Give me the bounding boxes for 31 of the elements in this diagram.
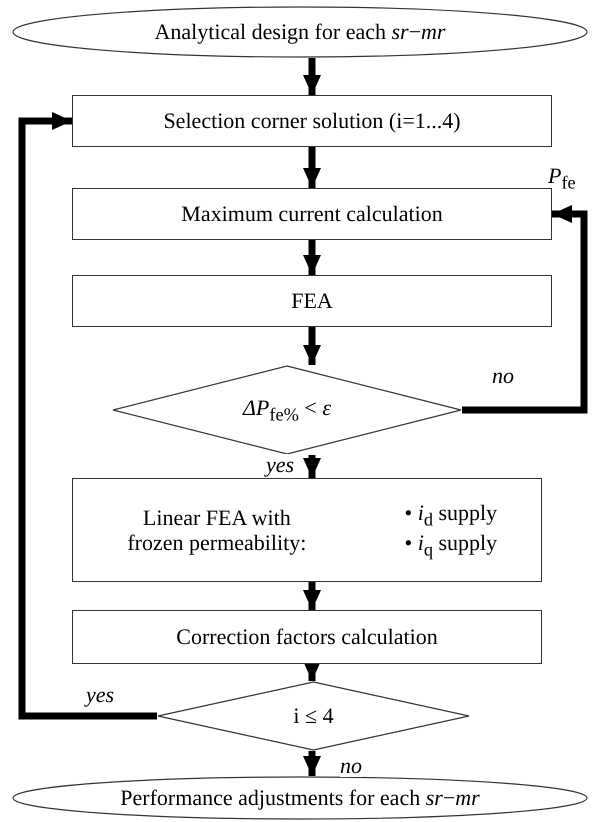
- flow-arrow: [462, 205, 588, 414]
- terminal-ellipse: [12, 6, 588, 58]
- flow-arrow: [18, 112, 157, 720]
- node-text: ΔP$_{fe%}$ < ε: [243, 394, 331, 426]
- node-text: i ≤ 4: [293, 703, 334, 729]
- process-box: [72, 95, 552, 147]
- flow-arrow: [303, 58, 321, 95]
- process-box: [72, 610, 542, 664]
- node-text: Analytical design for each sr−mr: [154, 19, 446, 45]
- node-text: Performance adjustments for each sr−mr: [120, 785, 480, 811]
- node-text: Correction factors calculation: [176, 624, 438, 650]
- variable-label: P$_{fe}$: [548, 165, 576, 192]
- flow-arrow: [303, 147, 321, 188]
- terminal-ellipse: [12, 776, 588, 820]
- decision-diamond: [112, 365, 462, 455]
- bullet-item: • i$_{d}$ supply: [404, 500, 498, 530]
- node-text: Maximum current calculation: [181, 201, 443, 227]
- decision-diamond: [157, 681, 470, 751]
- node-text: Selection corner solution (i=1...4): [163, 108, 461, 134]
- flow-arrow: [303, 455, 321, 478]
- edge-label: yes: [266, 454, 294, 476]
- box-text: Linear FEA with frozen permeability:: [126, 504, 308, 556]
- node-text: FEA: [291, 288, 333, 314]
- flow-arrow: [303, 582, 321, 610]
- flow-arrow: [303, 751, 321, 776]
- process-box: [72, 275, 552, 327]
- flow-arrow: [303, 240, 321, 275]
- flow-arrow: [303, 327, 321, 365]
- bullet-item: • i$_{q}$ supply: [404, 530, 498, 560]
- process-box: [72, 478, 542, 582]
- process-box: [72, 188, 552, 240]
